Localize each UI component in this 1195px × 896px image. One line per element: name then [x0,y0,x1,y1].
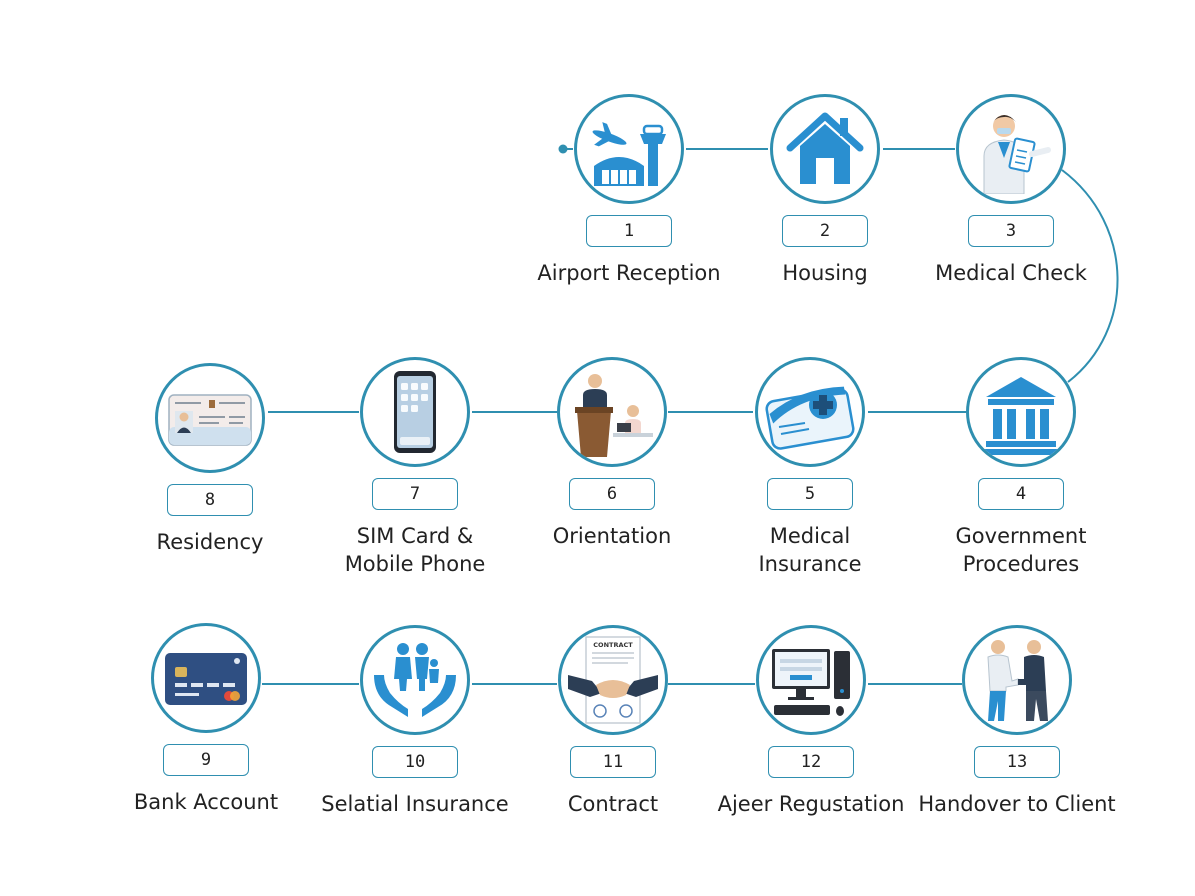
start-dot [558,144,568,154]
house-icon [786,112,864,184]
step-number-badge: 12 [768,746,854,778]
contract-heading: CONTRACT [593,641,633,649]
step-number-badge: 1 [586,215,672,247]
step-label: Housing [782,261,868,285]
step-label: Selatial Insurance [321,792,509,816]
step-label: Ajeer Regustation [717,792,905,816]
government-building-icon [982,377,1060,455]
airport-icon [592,122,666,186]
step-label: Bank Account [133,790,279,814]
computer-icon [772,649,850,716]
id-card-icon [168,394,252,446]
step-number-badge: 5 [767,478,853,510]
bank-card-icon [165,653,247,705]
step-label: Contract [567,792,659,816]
step-number-badge: 10 [372,746,458,778]
step-label: SIM Card & Mobile Phone [344,524,486,576]
step-label: Handover to Client [918,792,1116,816]
step-number-badge: 3 [968,215,1054,247]
step-label: Government Procedures [955,524,1087,576]
contract-handshake-icon: CONTRACT [568,636,658,724]
step-number-badge: 4 [978,478,1064,510]
family-hands-icon [374,643,456,717]
step-number-badge: 2 [782,215,868,247]
step-number-badge: 8 [167,484,253,516]
doctor-icon [983,115,1051,194]
step-number-badge: 11 [570,746,656,778]
insurance-card-icon [765,386,855,450]
step-label: Medical Insurance [758,524,862,576]
step-label: Orientation [552,524,672,548]
step-label: Airport Reception [537,261,721,285]
step-number-badge: 13 [974,746,1060,778]
step-label: Medical Check [935,261,1087,285]
step-label: Residency [156,530,264,554]
smartphone-icon [394,371,436,453]
step-number-badge: 9 [163,744,249,776]
step-number-badge: 6 [569,478,655,510]
handshake-people-icon [987,640,1048,721]
step-number-badge: 7 [372,478,458,510]
presentation-icon [575,374,653,457]
